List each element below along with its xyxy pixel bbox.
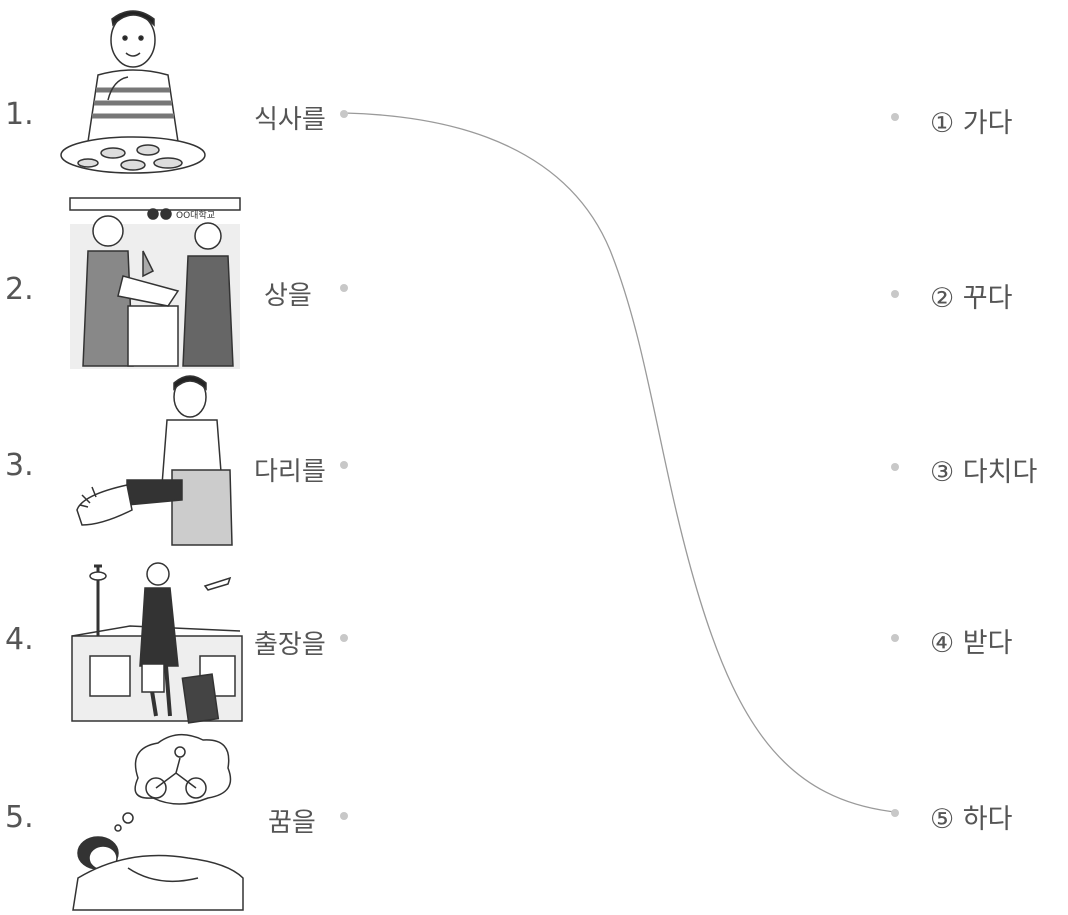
item-dot-2[interactable] bbox=[340, 284, 348, 292]
business-trip-airport-illustration bbox=[70, 556, 245, 724]
man-with-leg-cast-illustration bbox=[72, 375, 242, 550]
choice-1: ① 가다 bbox=[930, 108, 1013, 139]
picture-caption: OO대학교 bbox=[176, 210, 215, 221]
item-number-2: 2. bbox=[5, 272, 34, 307]
item-number-1: 1. bbox=[5, 97, 34, 132]
item-dot-3[interactable] bbox=[340, 461, 348, 469]
award-ceremony-illustration: OO대학교 bbox=[68, 196, 243, 369]
choice-dot-2[interactable] bbox=[891, 290, 899, 298]
item-number-3: 3. bbox=[5, 448, 34, 483]
choice-dot-4[interactable] bbox=[891, 634, 899, 642]
choice-3: ③ 다치다 bbox=[930, 457, 1038, 488]
item-word-2: 상을 bbox=[264, 281, 312, 311]
item-dot-1[interactable] bbox=[340, 110, 348, 118]
choice-4: ④ 받다 bbox=[930, 628, 1013, 659]
choice-5: ⑤ 하다 bbox=[930, 804, 1013, 835]
woman-dreaming-illustration bbox=[68, 728, 246, 912]
item-word-1: 식사를 bbox=[254, 105, 326, 135]
item-number-4: 4. bbox=[5, 622, 34, 657]
item-word-5: 꿈을 bbox=[268, 808, 316, 838]
choice-dot-5[interactable] bbox=[891, 809, 899, 817]
item-word-4: 출장을 bbox=[254, 630, 326, 660]
item-dot-5[interactable] bbox=[340, 812, 348, 820]
choice-dot-1[interactable] bbox=[891, 113, 899, 121]
item-number-5: 5. bbox=[5, 800, 34, 835]
choice-2: ② 꾸다 bbox=[930, 283, 1013, 314]
item-word-3: 다리를 bbox=[254, 457, 326, 487]
choice-dot-3[interactable] bbox=[891, 463, 899, 471]
item-dot-4[interactable] bbox=[340, 634, 348, 642]
man-eating-meal-illustration bbox=[58, 5, 208, 180]
